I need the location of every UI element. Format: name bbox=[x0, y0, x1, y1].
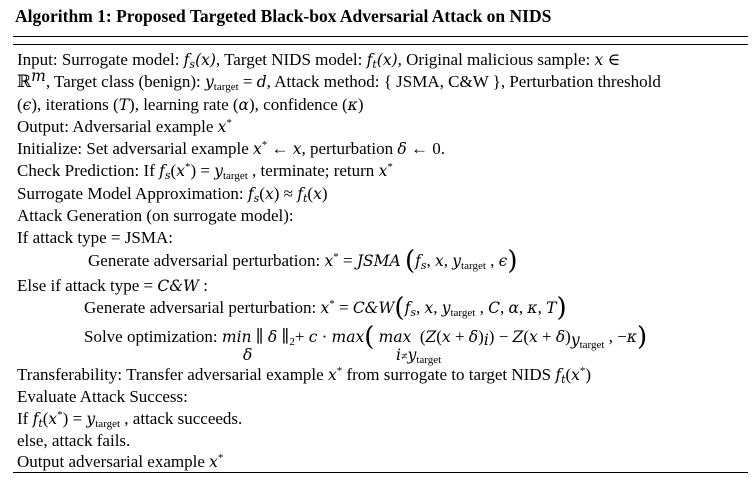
transferability-line: Transferability: Transfer adversarial ex… bbox=[17, 365, 592, 386]
input-line-1: Input: Surrogate model: fs(x), Target NI… bbox=[17, 50, 621, 71]
max-subscript: i≠ytarget bbox=[396, 346, 442, 366]
if-success-line: If ft(x*) = ytarget , attack succeeds. bbox=[17, 409, 243, 430]
header-rule bbox=[13, 44, 748, 45]
output-final-line: Output adversarial example x* bbox=[17, 452, 224, 471]
bottom-rule bbox=[13, 472, 748, 473]
evaluate-line: Evaluate Attack Success: bbox=[17, 387, 188, 406]
else-fail-line: else, attack fails. bbox=[17, 431, 131, 450]
attack-generation-line: Attack Generation (on surrogate model): bbox=[17, 206, 294, 225]
if-jsma-line: If attack type = JSMA: bbox=[17, 228, 173, 247]
generate-jsma-line: Generate adversarial perturbation: x* = … bbox=[88, 246, 518, 276]
check-prediction-line: Check Prediction: If fs(x*) = ytarget , … bbox=[17, 161, 393, 182]
input-line-3: (ϵ), iterations (T), learning rate (α), … bbox=[17, 95, 364, 114]
min-subscript: δ bbox=[243, 346, 253, 364]
else-cw-line: Else if attack type = C&W : bbox=[17, 276, 208, 295]
solve-optimization-line: Solve optimization: min ∥ δ ∥2+ c · max(… bbox=[84, 322, 648, 352]
surrogate-line: Surrogate Model Approximation: fs(x) ≈ f… bbox=[17, 184, 328, 205]
output-line: Output: Adversarial example x* bbox=[17, 117, 232, 136]
input-line-2: ℝm, Target class (benign): ytarget = d, … bbox=[17, 67, 661, 93]
top-rule bbox=[13, 36, 748, 37]
algorithm-title: Algorithm 1: Proposed Targeted Black-box… bbox=[15, 6, 552, 26]
initialize-line: Initialize: Set adversarial example x* ←… bbox=[17, 139, 445, 158]
generate-cw-line: Generate adversarial perturbation: x* = … bbox=[84, 293, 567, 323]
